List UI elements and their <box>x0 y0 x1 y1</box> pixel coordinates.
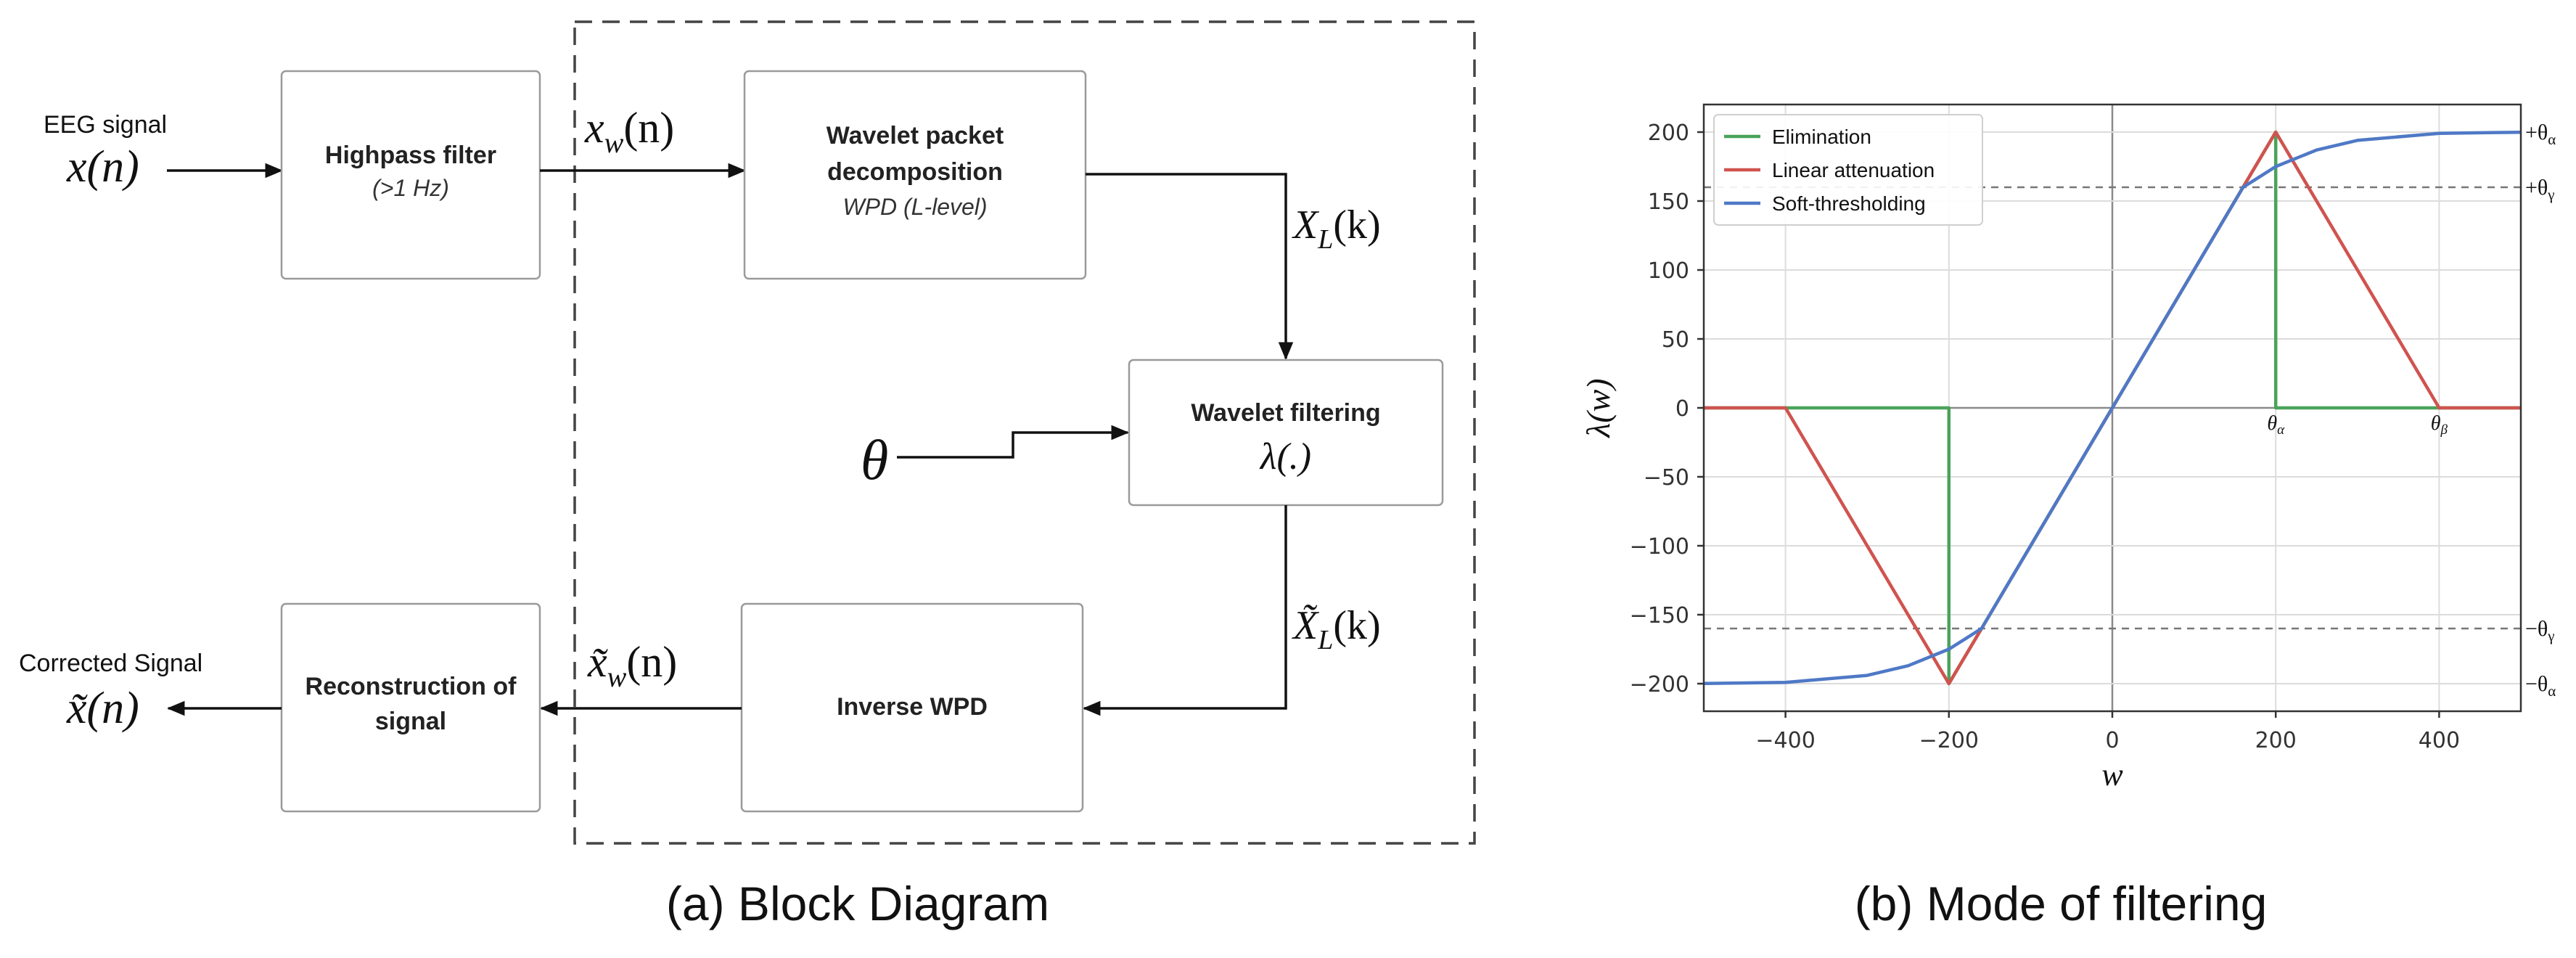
y-tick-label: −150 <box>1630 603 1689 629</box>
wpd-sub: WPD (L-level) <box>842 194 987 220</box>
output-label: Corrected Signal <box>19 650 202 677</box>
filtering-chart: −400 −200 0 200 400 200 150 100 50 0 −50 −100 −150 −2… <box>1580 103 2556 930</box>
legend-label: Elimination <box>1772 126 1871 148</box>
input-label: EEG signal <box>44 111 167 139</box>
block-diagram-caption: (a) Block Diagram <box>666 877 1049 930</box>
theta-point-label: θβ <box>2431 412 2448 438</box>
chart-caption: (b) Mode of filtering <box>1855 877 2268 930</box>
xwtilde-label: x̃w(n) <box>587 638 677 693</box>
y-tick-label: −200 <box>1630 672 1689 697</box>
legend-label: Linear attenuation <box>1772 159 1935 181</box>
threshold-label: +θα <box>2525 120 2556 148</box>
x-tick-label: 400 <box>2419 728 2460 753</box>
y-tick-label: 200 <box>1648 120 1689 146</box>
y-tick-label: 150 <box>1648 189 1689 215</box>
y-tick-label: −50 <box>1644 465 1689 491</box>
theta-label: θ <box>861 428 888 491</box>
theta-point-label: θα <box>2267 412 2285 438</box>
dashed-boundary <box>573 20 1476 845</box>
reconstruction-line1: Reconstruction of <box>305 673 517 700</box>
reconstruction-line2: signal <box>375 708 446 735</box>
wavelet-filtering-sub: λ(.) <box>1259 436 1311 478</box>
wavelet-filtering-title: Wavelet filtering <box>1191 399 1380 427</box>
highpass-box <box>280 70 541 280</box>
XL-label: XL(k) <box>1292 202 1381 255</box>
highpass-title: Highpass filter <box>325 142 496 169</box>
y-tick-label: 50 <box>1662 327 1689 353</box>
wpd-line1: Wavelet packet <box>826 122 1004 150</box>
series <box>1703 130 2522 686</box>
wavelet-filtering-box <box>1128 359 1444 507</box>
y-axis-label: λ(w) <box>1580 378 1617 438</box>
XLtilde-label: X̃L(k) <box>1292 603 1381 655</box>
arrow-XLtilde <box>1082 505 1287 716</box>
x-axis-label: w <box>2101 757 2123 793</box>
threshold-label: −θα <box>2525 672 2556 700</box>
annotations: +θα +θγ −θγ −θα θα θβ <box>2267 120 2556 700</box>
legend-box <box>1713 114 1983 226</box>
threshold-label: −θγ <box>2525 617 2555 644</box>
xw-label: xw(n) <box>584 104 674 159</box>
wpd-line2: decomposition <box>827 158 1003 186</box>
y-tick-label: 0 <box>1675 396 1689 422</box>
y-tick-label: −100 <box>1630 534 1689 560</box>
x-tick-label: −400 <box>1755 728 1815 753</box>
highpass-sub: (>1 Hz) <box>372 175 449 201</box>
y-tick-label: 100 <box>1648 258 1689 284</box>
x-tick-label: 0 <box>2105 728 2119 753</box>
arrow-theta <box>897 425 1130 459</box>
output-var: x̃(n) <box>66 684 139 733</box>
block-diagram: EEG signal x(n) Highpass filter (>1 Hz) … <box>19 20 1476 930</box>
tick-labels: −400 −200 0 200 400 200 150 100 50 0 −50 −100 −150 −2… <box>1630 120 2460 753</box>
inverse-wpd-title: Inverse WPD <box>837 693 988 721</box>
legend-label: Soft-thresholding <box>1772 192 1926 215</box>
series-line-soft-thresholding <box>1703 130 2522 686</box>
input-var: x(n) <box>66 142 139 192</box>
x-tick-label: 200 <box>2255 728 2297 753</box>
x-tick-label: −200 <box>1919 728 1979 753</box>
threshold-label: +θγ <box>2525 176 2555 203</box>
arrow-XL <box>1086 173 1294 361</box>
